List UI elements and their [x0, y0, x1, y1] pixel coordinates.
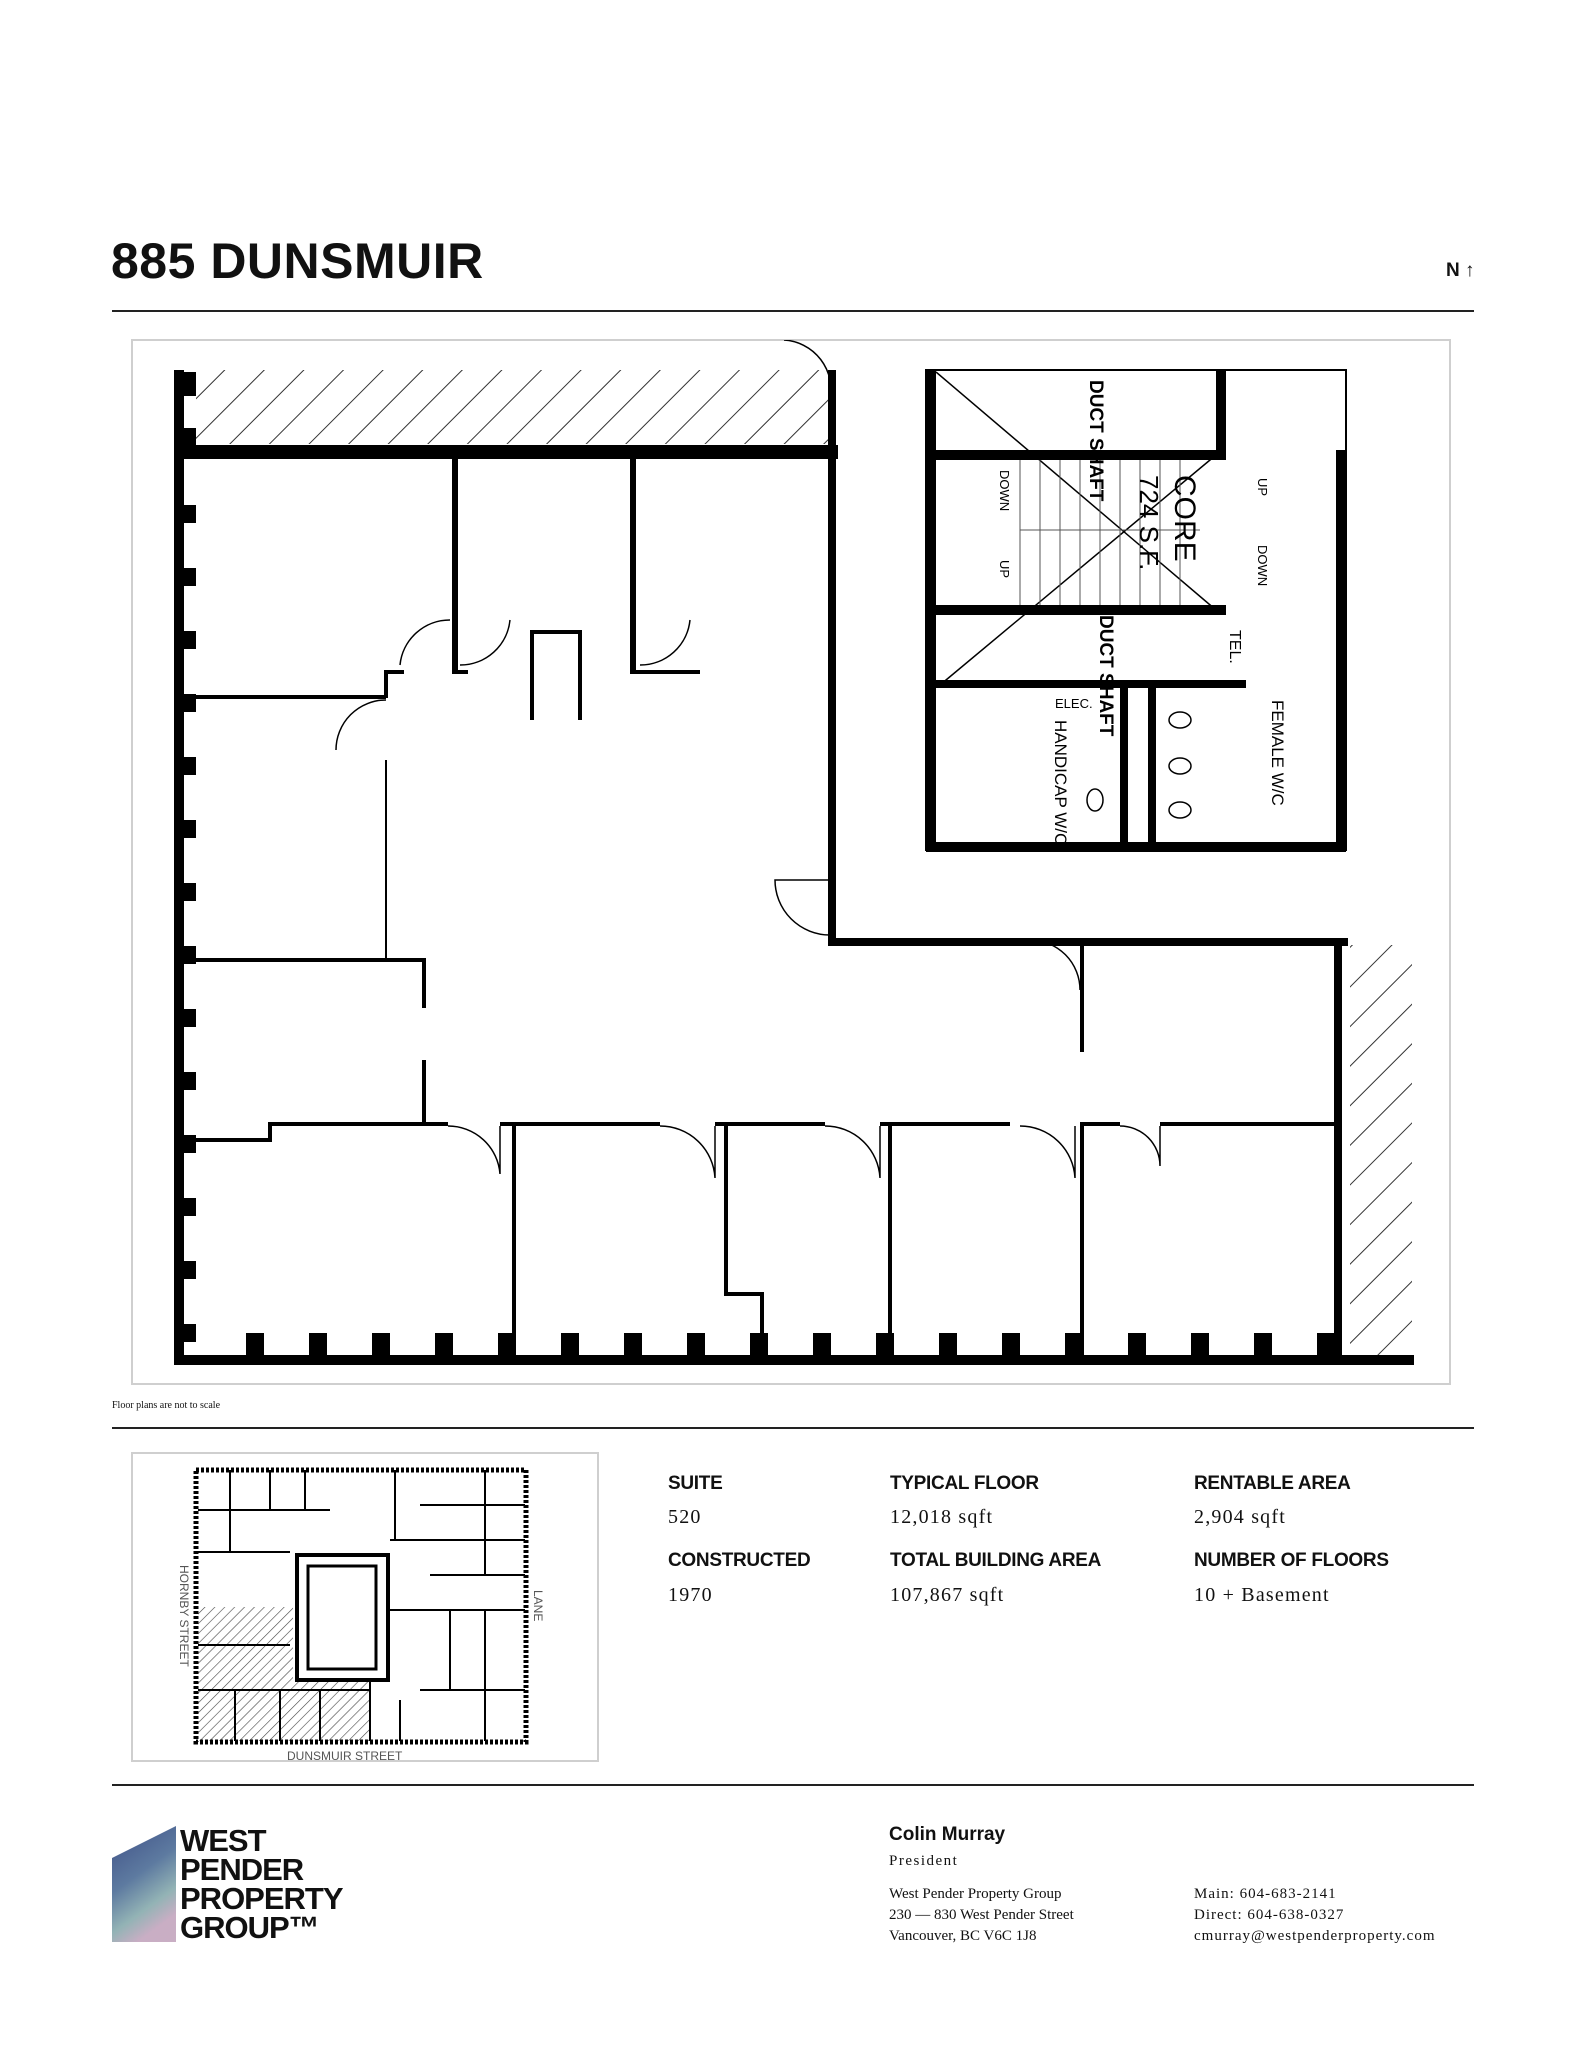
detail-label-rentable-area: RENTABLE AREA [1194, 1473, 1351, 1494]
logo-wordmark: WEST PENDER PROPERTY GROUP™ [180, 1823, 344, 1945]
floor-plan-frame [131, 339, 1451, 1385]
up-left-label: UP [997, 560, 1012, 578]
core-label: CORE [1168, 475, 1201, 562]
door-swings [335, 340, 1161, 1179]
address-line: West Pender Property Group [889, 1886, 1062, 1902]
elec-label: ELEC. [1055, 696, 1093, 711]
divider [112, 1784, 1474, 1786]
down-left-label: DOWN [997, 470, 1012, 511]
contact-address: West Pender Property Group 230 — 830 Wes… [889, 1884, 1074, 1947]
address-line: Vancouver, BC V6C 1J8 [889, 1928, 1037, 1944]
building-core: DUCT SHAFT DUCT SHAFT CORE 724 S.F. DOWN… [925, 369, 1347, 852]
north-label: N [1446, 260, 1460, 281]
contact-methods: Main: 604-683-2141 Direct: 604-638-0327 … [1194, 1884, 1436, 1947]
address-line: 230 — 830 West Pender Street [889, 1907, 1074, 1923]
key-plan-frame [131, 1452, 599, 1762]
scale-note: Floor plans are not to scale [112, 1400, 221, 1411]
detail-value-typical-floor: 12,018 sqft [890, 1506, 994, 1528]
contact-title: President [889, 1853, 959, 1869]
logo-line: PENDER [180, 1852, 304, 1887]
suite-highlight [198, 1607, 370, 1741]
logo-line: WEST [180, 1823, 267, 1858]
tel-label: TEL. [1226, 630, 1243, 664]
key-plan: HORNBY STREET LANE DUNSMUIR STREET [177, 1467, 545, 1760]
page-title: 885 DUNSMUIR [111, 233, 484, 289]
hornby-street-label: HORNBY STREET [177, 1565, 191, 1667]
logo-line: PROPERTY [180, 1881, 344, 1916]
hatched-area-north [196, 370, 832, 444]
up-right-label: UP [1255, 478, 1270, 496]
logo-line: GROUP™ [180, 1910, 320, 1945]
direct-phone[interactable]: 604-638-0327 [1247, 1907, 1345, 1923]
detail-value-rentable-area: 2,904 sqft [1194, 1506, 1286, 1528]
detail-value-constructed: 1970 [668, 1584, 713, 1606]
toilet-icons [1086, 711, 1192, 819]
detail-label-total-building-area: TOTAL BUILDING AREA [890, 1550, 1102, 1571]
duct-shaft-bottom-label: DUCT SHAFT [1095, 615, 1116, 737]
detail-label-number-of-floors: NUMBER OF FLOORS [1194, 1550, 1389, 1571]
main-phone[interactable]: 604-683-2141 [1239, 1886, 1337, 1902]
duct-shaft-top-label: DUCT SHAFT [1085, 380, 1106, 502]
contact-name: Colin Murray [889, 1824, 1006, 1845]
detail-label-typical-floor: TYPICAL FLOOR [890, 1473, 1039, 1494]
lane-label: LANE [531, 1590, 545, 1621]
detail-value-number-of-floors: 10 + Basement [1194, 1584, 1330, 1606]
column-pillars [180, 372, 1335, 1355]
female-wc-label: FEMALE W/C [1268, 700, 1287, 806]
detail-value-total-building-area: 107,867 sqft [890, 1584, 1005, 1606]
contact-email[interactable]: cmurray@westpenderproperty.com [1194, 1928, 1436, 1944]
hatched-area-east [1350, 945, 1412, 1360]
divider [112, 1427, 1474, 1429]
down-right-label: DOWN [1255, 545, 1270, 586]
detail-label-suite: SUITE [668, 1473, 723, 1494]
divider [112, 310, 1474, 312]
detail-label-constructed: CONSTRUCTED [668, 1550, 811, 1571]
handicap-wc-label: HANDICAP W/C [1051, 720, 1070, 845]
main-phone-label: Main: [1194, 1886, 1235, 1902]
dunsmuir-street-label: DUNSMUIR STREET [287, 1749, 403, 1760]
direct-phone-label: Direct: [1194, 1907, 1243, 1923]
core-area-label: 724 S.F. [1134, 475, 1164, 570]
arrow-up-icon: ↑ [1465, 260, 1475, 281]
detail-value-suite: 520 [668, 1506, 702, 1528]
floor-plan: DUCT SHAFT DUCT SHAFT CORE 724 S.F. DOWN… [174, 340, 1414, 1365]
walls [174, 370, 1414, 1365]
north-indicator: N ↑ [1446, 260, 1475, 282]
logo-mark [112, 1826, 176, 1942]
